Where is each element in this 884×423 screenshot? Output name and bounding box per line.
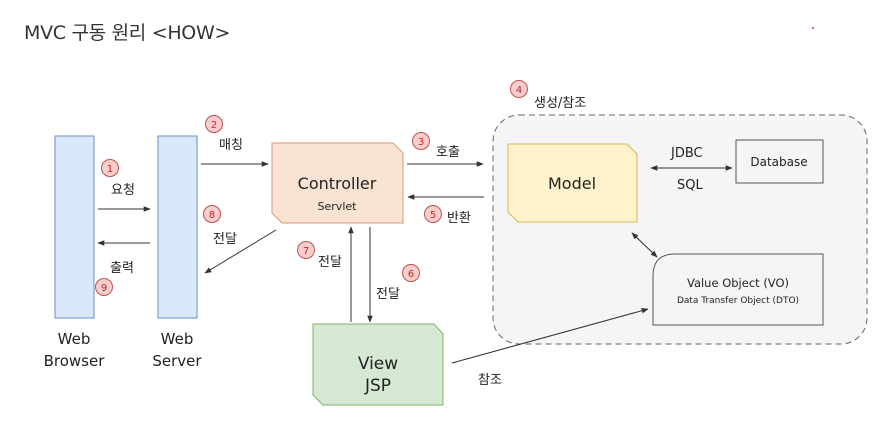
step-4-badge	[510, 80, 528, 98]
step-5-number: 5	[430, 210, 436, 221]
value-object-box	[652, 253, 824, 326]
web-server-label-line2: Server	[152, 352, 202, 370]
step-3-number: 3	[418, 137, 424, 148]
step-9-badge	[95, 278, 113, 296]
step-9-label: 출력	[110, 261, 134, 276]
step-2-label: 매칭	[219, 138, 243, 153]
controller-title: Controller	[298, 174, 377, 193]
step-4-label: 생성/참조	[534, 96, 586, 111]
web-browser-label-line2: Browser	[44, 352, 106, 370]
step-6-number: 6	[408, 269, 414, 280]
web-browser-label-line1: Web	[58, 330, 91, 348]
database-box	[735, 139, 824, 184]
value-object-subtitle: Data Transfer Object (DTO)	[677, 296, 799, 306]
view-box	[312, 323, 444, 406]
step-8-number: 8	[209, 210, 215, 221]
value-object-title: Value Object (VO)	[687, 276, 789, 290]
step-2-badge	[205, 115, 223, 133]
controller-box	[271, 142, 404, 224]
web-server-column	[157, 135, 198, 319]
step-5-label: 반환	[447, 211, 471, 226]
step-8-label: 전달	[213, 232, 237, 247]
reference-label: 참조	[478, 373, 502, 388]
controller-subtitle: Servlet	[318, 200, 358, 213]
web-server-label-line1: Web	[161, 330, 194, 348]
step-7-badge	[297, 241, 315, 259]
step-9-number: 9	[101, 283, 107, 294]
web-browser-column	[54, 135, 95, 319]
step-7-number: 7	[303, 246, 309, 257]
view-title-line2: JSP	[364, 376, 391, 396]
model-title: Model	[548, 174, 596, 193]
model-box	[507, 143, 638, 223]
step-4-number: 4	[516, 85, 522, 96]
arrow-model-vo	[631, 232, 658, 258]
step-6-badge	[402, 264, 420, 282]
step-1-number: 1	[107, 164, 113, 175]
sql-label: SQL	[677, 178, 703, 193]
step-7-label: 전달	[318, 255, 342, 270]
decorative-dot	[812, 27, 814, 29]
arrow-controller-to-server	[204, 229, 277, 274]
view-title-line1: View	[358, 354, 398, 374]
step-3-label: 호출	[436, 145, 460, 160]
database-title: Database	[750, 155, 807, 169]
step-5-badge	[424, 205, 442, 223]
step-3-badge	[412, 132, 430, 150]
step-2-number: 2	[211, 120, 217, 131]
step-8-badge	[203, 205, 221, 223]
arrow-view-to-vo	[451, 307, 649, 364]
jdbc-label: JDBC	[670, 146, 703, 161]
step-1-label: 요청	[111, 183, 135, 198]
step-6-label: 전달	[376, 287, 400, 302]
page-title: MVC 구동 원리 <HOW>	[24, 22, 231, 44]
step-1-badge	[101, 159, 119, 177]
